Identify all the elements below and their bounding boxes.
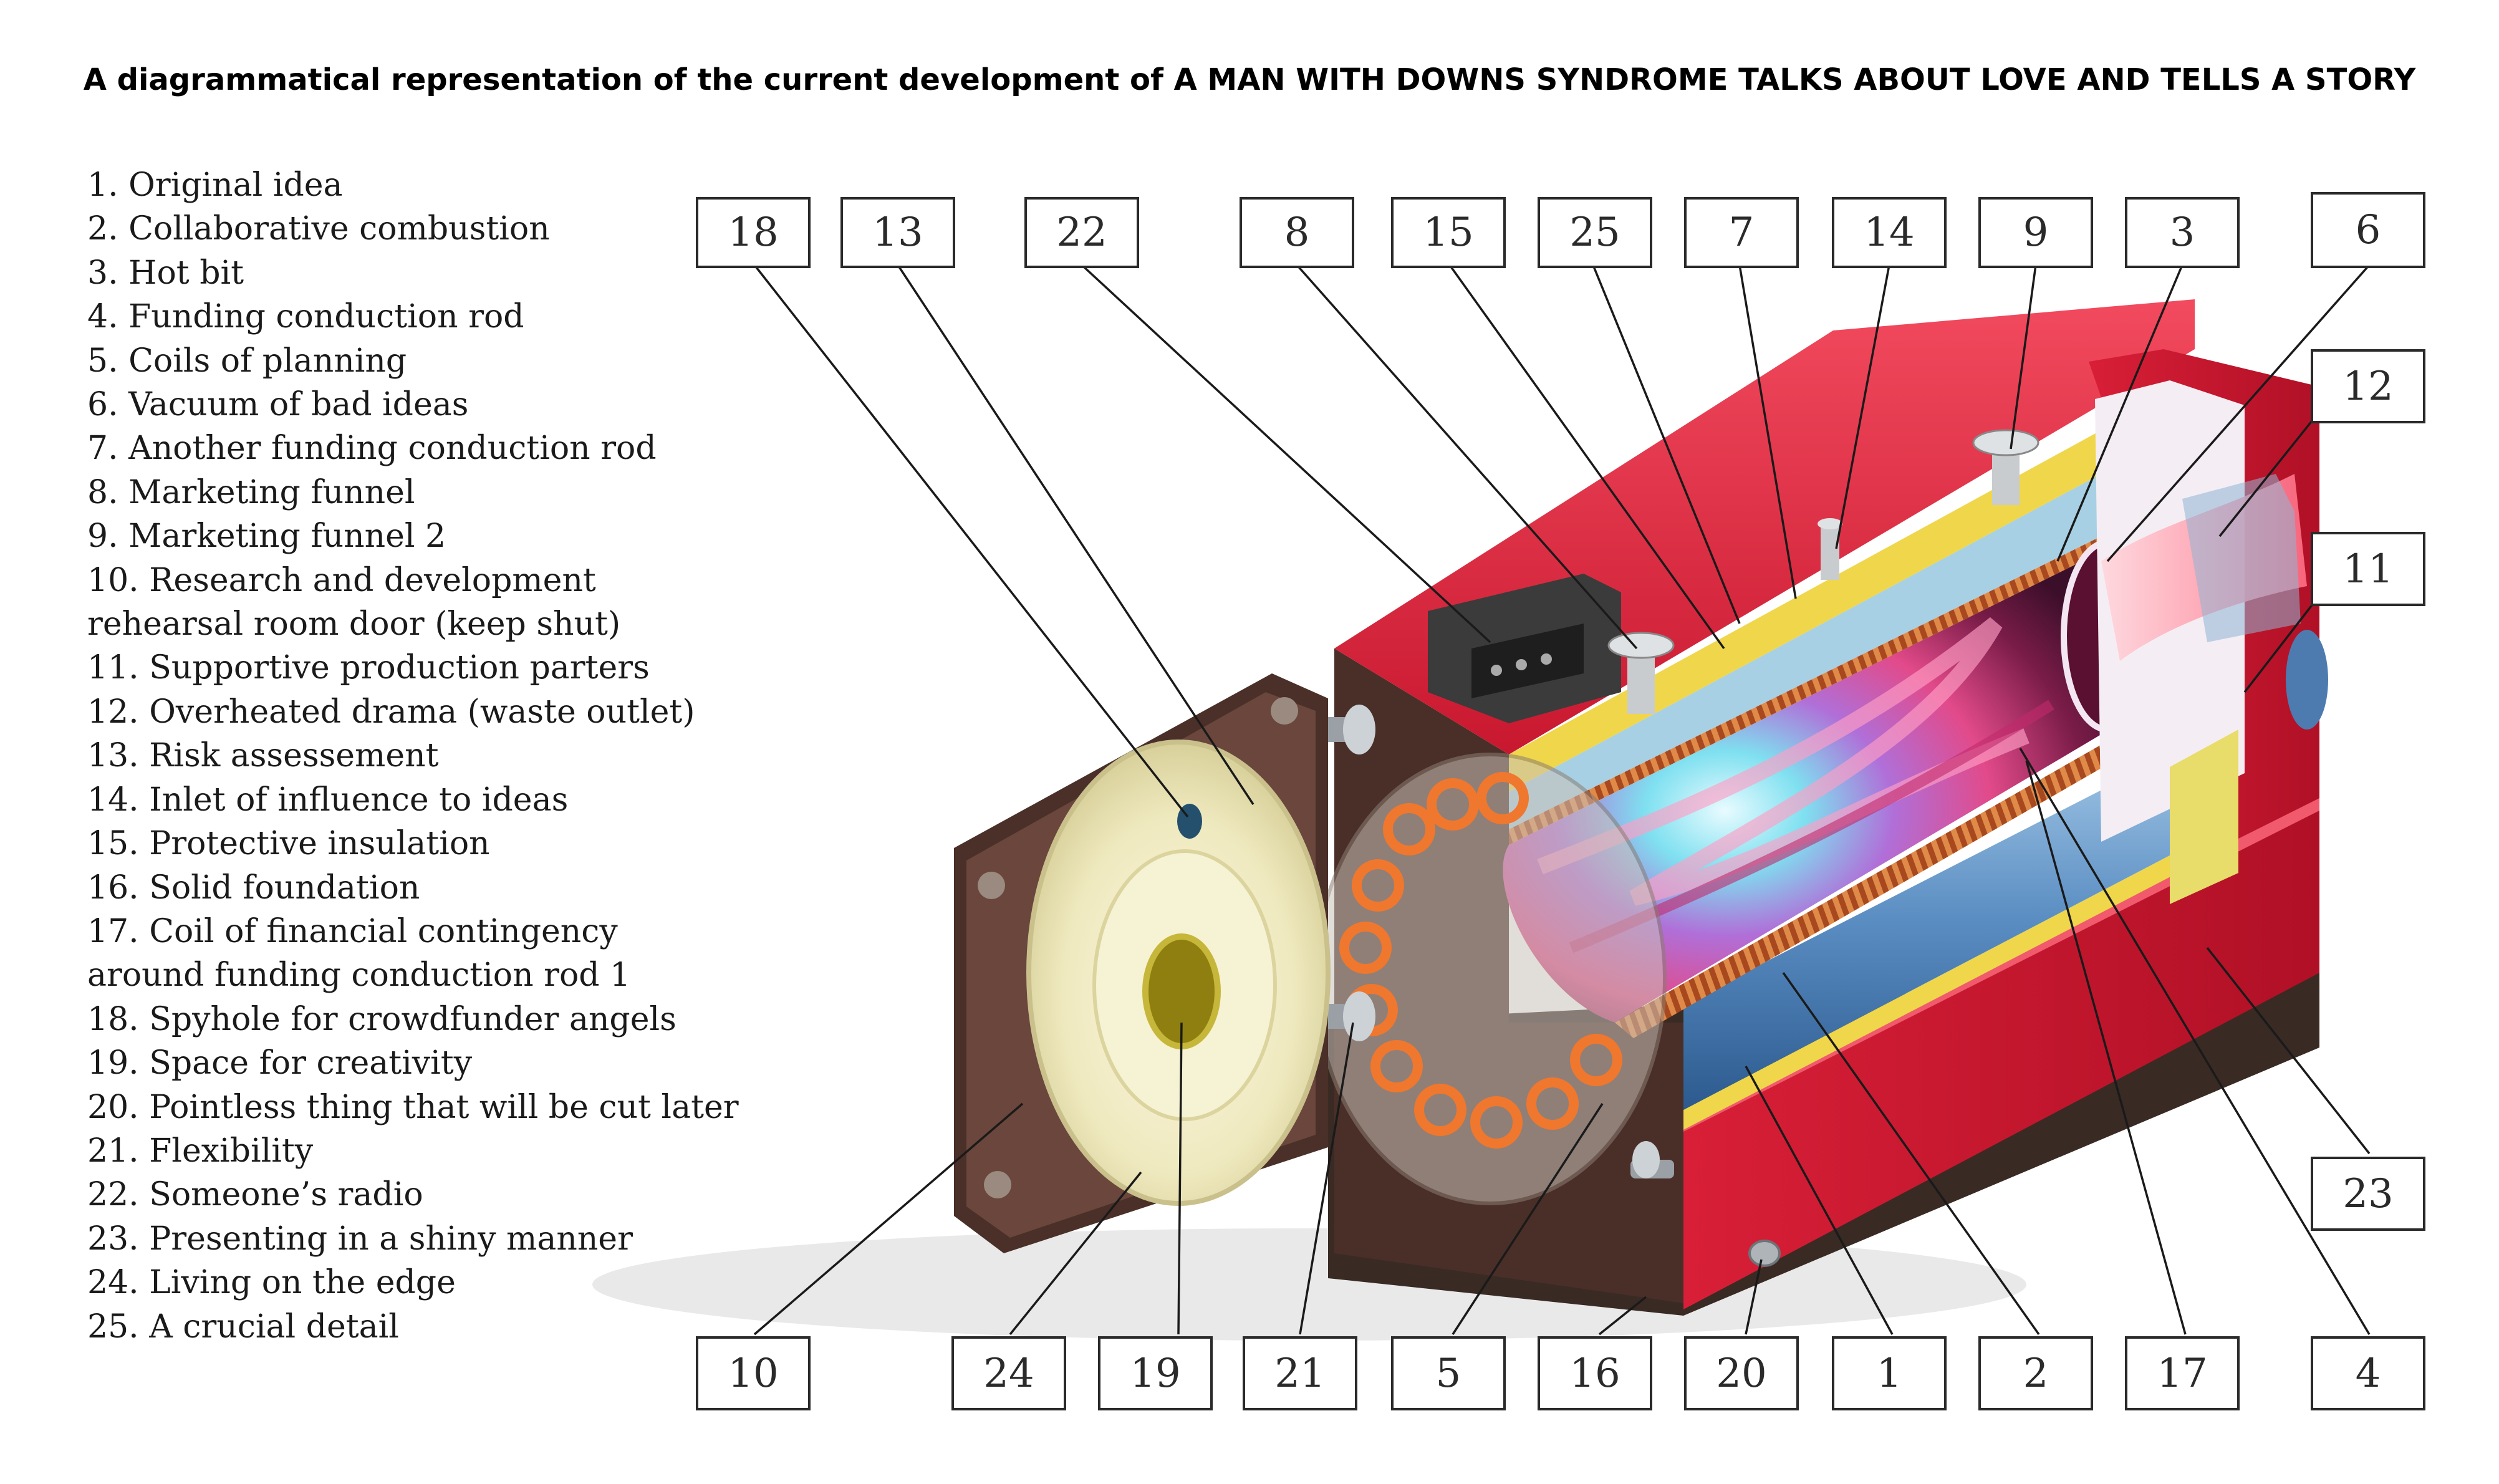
svg-text:22: 22 [1056, 210, 1107, 256]
callout-19: 19 [1098, 1336, 1213, 1410]
callout-21: 21 [1243, 1336, 1357, 1410]
callout-8: 8 [1240, 197, 1354, 268]
legend-item-18: 18. Spyhole for crowdfunder angels [87, 1000, 677, 1038]
callout-11: 11 [2311, 532, 2425, 606]
svg-text:10: 10 [728, 1351, 778, 1397]
burner-plate [1314, 753, 1667, 1205]
legend-item-25: 25. A crucial detail [87, 1308, 399, 1346]
svg-text:23: 23 [2343, 1171, 2393, 1217]
legend-item-20: 20. Pointless thing that will be cut lat… [87, 1088, 739, 1126]
svg-text:9: 9 [2023, 210, 2049, 256]
svg-text:20: 20 [1716, 1351, 1766, 1397]
callouts-right: 12 11 23 [2311, 349, 2425, 1231]
legend-item-7: 7. Another funding conduction rod [87, 430, 657, 468]
legend-item-6: 6. Vacuum of bad ideas [87, 386, 469, 424]
support-bracket [2170, 730, 2238, 904]
svg-text:14: 14 [1864, 210, 1914, 256]
svg-text:15: 15 [1423, 210, 1473, 256]
callouts-bottom: 10 24 19 21 5 16 20 1 2 17 4 [696, 1336, 2425, 1410]
svg-text:2: 2 [2023, 1351, 2049, 1397]
legend-item-23: 23. Presenting in a shiny manner [87, 1220, 633, 1258]
bottom-insulation [1683, 829, 2220, 1130]
callout-3: 3 [2125, 197, 2240, 268]
callout-7: 7 [1684, 197, 1799, 268]
svg-text:21: 21 [1274, 1351, 1325, 1397]
callout-17: 17 [2125, 1336, 2240, 1410]
callout-1: 1 [1832, 1336, 1947, 1410]
legend-item-10: 10. Research and development rehearsal r… [87, 561, 621, 643]
legend-item-8: 8. Marketing funnel [87, 473, 415, 511]
legend-item-5: 5. Coils of planning [87, 342, 407, 380]
leader-lines [753, 264, 2371, 1336]
drain-valve [1748, 1240, 1781, 1267]
legend-item-9: 9. Marketing funnel 2 [87, 518, 446, 556]
callout-16: 16 [1538, 1336, 1652, 1410]
svg-text:8: 8 [1284, 210, 1310, 256]
callout-24: 24 [951, 1336, 1066, 1410]
callout-25: 25 [1538, 197, 1652, 268]
callout-22: 22 [1024, 197, 1139, 268]
svg-text:25: 25 [1569, 210, 1620, 256]
svg-text:17: 17 [2157, 1351, 2207, 1397]
legend-item-14: 14. Inlet of influence to ideas [87, 781, 569, 819]
copper-coil-bottom [1615, 723, 2157, 1038]
callout-23: 23 [2311, 1157, 2425, 1231]
svg-text:12: 12 [2343, 364, 2393, 410]
furnace-door [954, 673, 1331, 1253]
svg-text:24: 24 [983, 1351, 1034, 1397]
callout-10: 10 [696, 1336, 811, 1410]
callout-5: 5 [1391, 1336, 1506, 1410]
legend-item-11: 11. Supportive production parters [87, 649, 650, 687]
svg-text:4: 4 [2356, 1351, 2381, 1397]
svg-text:18: 18 [728, 210, 778, 256]
svg-text:5: 5 [1436, 1351, 1461, 1397]
svg-text:1: 1 [1877, 1351, 1902, 1397]
svg-text:16: 16 [1569, 1351, 1620, 1397]
svg-text:7: 7 [1729, 210, 1755, 256]
legend-item-16: 16. Solid foundation [87, 869, 420, 907]
legend-list: 1. Original idea 2. Collaborative combus… [87, 163, 742, 1349]
legend-item-1: 1. Original idea [87, 166, 343, 204]
legend-item-4: 4. Funding conduction rod [87, 298, 524, 336]
diagram-title: A diagrammatical representation of the c… [83, 62, 2416, 97]
svg-text:6: 6 [2356, 207, 2381, 253]
legend-item-13: 13. Risk assessement [87, 737, 439, 775]
copper-coil-top [1509, 536, 2101, 845]
top-insulation [1509, 430, 2101, 792]
callout-20: 20 [1684, 1336, 1799, 1410]
legend-item-24: 24. Living on the edge [87, 1264, 456, 1302]
legend-item-17: 17. Coil of financial contingency around… [87, 912, 631, 995]
callout-4: 4 [2311, 1336, 2425, 1410]
side-bolt [1630, 1141, 1674, 1178]
callout-14: 14 [1832, 197, 1947, 268]
legend-item-21: 21. Flexibility [87, 1132, 314, 1170]
svg-text:19: 19 [1130, 1351, 1180, 1397]
callout-2: 2 [1978, 1336, 2093, 1410]
legend-item-19: 19. Space for creativity [87, 1044, 473, 1082]
legend-item-15: 15. Protective insulation [87, 825, 490, 863]
funnel-front [1607, 632, 1675, 714]
funnel-rear [1972, 429, 2039, 505]
legend-item-12: 12. Overheated drama (waste outlet) [87, 693, 695, 731]
callout-6: 6 [2311, 192, 2425, 268]
lower-side-panel [1683, 798, 2319, 1309]
legend-item-22: 22. Someone’s radio [87, 1176, 423, 1214]
callout-15: 15 [1391, 197, 1506, 268]
legend-item-3: 3. Hot bit [87, 254, 244, 292]
inlet-pipe [1818, 518, 1842, 580]
legend-item-2: 2. Collaborative combustion [87, 210, 550, 248]
lower-blue-tube [1683, 730, 2220, 1110]
callout-13: 13 [840, 197, 955, 268]
outlet-pipe [2286, 630, 2328, 730]
svg-text:3: 3 [2170, 210, 2195, 256]
callout-12: 12 [2311, 349, 2425, 423]
callout-18: 18 [696, 197, 811, 268]
boiler-body [1309, 299, 2328, 1316]
callouts-top: 18 13 22 8 15 25 7 14 9 3 6 [696, 192, 2425, 268]
svg-text:11: 11 [2343, 546, 2393, 592]
svg-text:13: 13 [872, 210, 923, 256]
callout-9: 9 [1978, 197, 2093, 268]
